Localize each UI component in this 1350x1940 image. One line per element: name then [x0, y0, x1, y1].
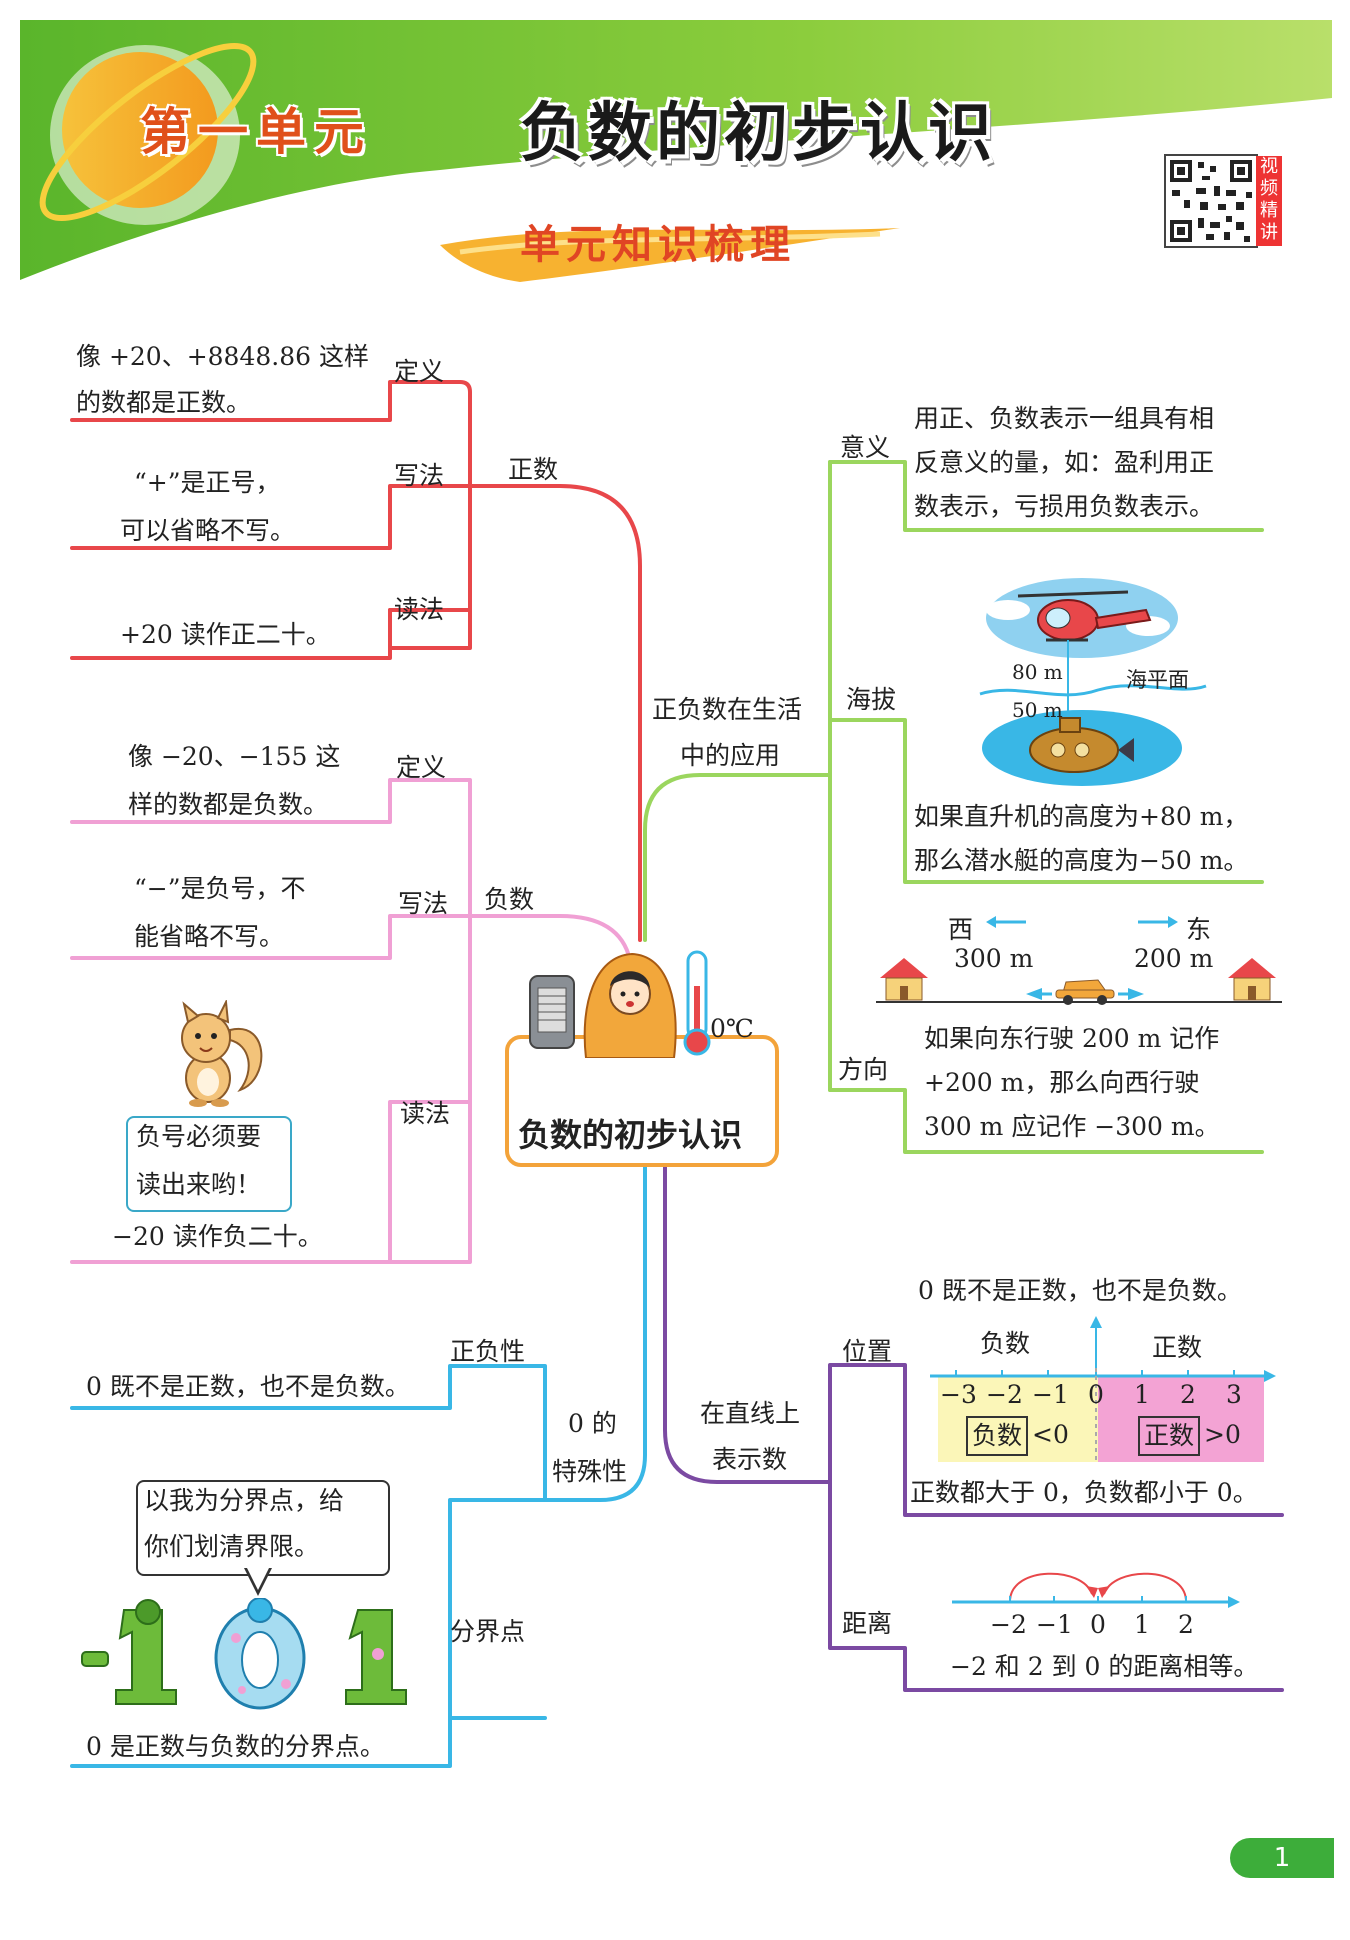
positive-definition-line2: 的数都是正数。	[76, 380, 251, 426]
pos-rule-tail: >0	[1204, 1420, 1241, 1449]
branch-numberline-line1: 在直线上	[700, 1394, 800, 1430]
kid-in-blanket-illustration	[524, 946, 724, 1058]
arrow-left-icon	[984, 912, 1028, 932]
arrow-right-icon	[1136, 912, 1180, 932]
negative-writing-line2: 能省略不写。	[134, 914, 284, 960]
direction-east: 东	[1186, 910, 1211, 946]
tag-altitude: 海拔	[846, 680, 896, 716]
branch-numberline-line2: 表示数	[712, 1440, 787, 1476]
altitude-label-sea-level: 海平面	[1126, 664, 1189, 694]
tick-pos2: 2	[1180, 1380, 1196, 1409]
distance-line1: −2 和 2 到 0 的距离相等。	[950, 1644, 1258, 1690]
dist-tick-zero: 0	[1090, 1610, 1106, 1639]
tag-zero-boundary: 分界点	[450, 1612, 525, 1648]
negative-definition-line1: 像 −20、−155 这	[128, 734, 340, 780]
position-neg-label: 负数	[980, 1324, 1030, 1360]
positive-writing-line2: 可以省略不写。	[120, 508, 295, 554]
tag-positive-reading: 读法	[394, 590, 444, 626]
tick-neg1: −1	[1032, 1380, 1069, 1409]
direction-line3: 300 m 应记作 −300 m。	[924, 1104, 1220, 1150]
zero-bubble-line1: 以我为分界点，给	[144, 1478, 344, 1524]
branch-zero-line2: 特殊性	[552, 1452, 627, 1488]
pos-rule-box: 正数	[1138, 1416, 1200, 1456]
tag-distance: 距离	[842, 1604, 892, 1640]
branch-application-line1: 正负数在生活	[652, 690, 802, 726]
altitude-line1: 如果直升机的高度为+80 m，	[914, 794, 1248, 840]
altitude-line2: 那么潜水艇的高度为−50 m。	[914, 838, 1248, 884]
negative-reading-line1: −20 读作负二十。	[112, 1214, 323, 1260]
page-number: 1	[1230, 1838, 1334, 1878]
positive-reading-line1: +20 读作正二十。	[120, 612, 331, 658]
altitude-label-80m: 80 m	[1012, 660, 1063, 684]
dist-tick-neg2: −2	[990, 1610, 1027, 1639]
branch-positive: 正数	[508, 450, 558, 486]
tick-pos1: 1	[1134, 1380, 1150, 1409]
squirrel-mascot	[160, 1000, 270, 1110]
tick-neg2: −2	[986, 1380, 1023, 1409]
tag-meaning: 意义	[840, 428, 890, 464]
dist-tick-neg1: −1	[1036, 1610, 1073, 1639]
tick-zero: 0	[1088, 1380, 1104, 1409]
zero-bubble-line2: 你们划清界限。	[144, 1524, 319, 1570]
center-node-label: 负数的初步认识	[518, 1110, 742, 1156]
positive-definition-line1: 像 +20、+8848.86 这样	[76, 334, 369, 380]
meaning-line1: 用正、负数表示一组具有相	[914, 396, 1214, 442]
altitude-label-50m: 50 m	[1012, 698, 1063, 722]
squirrel-bubble-line2: 读出来哟！	[136, 1162, 261, 1208]
branch-application-line2: 中的应用	[680, 736, 780, 772]
tag-direction: 方向	[838, 1050, 888, 1086]
meaning-line3: 数表示，亏损用负数表示。	[914, 484, 1214, 530]
neg-rule-tail: <0	[1032, 1420, 1069, 1449]
thermometer-label: 0℃	[710, 1014, 754, 1043]
negative-writing-line1: “−”是负号，不	[134, 866, 306, 912]
direction-line1: 如果向东行驶 200 m 记作	[924, 1016, 1219, 1062]
tick-pos3: 3	[1226, 1380, 1242, 1409]
negative-definition-line2: 样的数都是负数。	[128, 782, 328, 828]
position-pos-label: 正数	[1152, 1328, 1202, 1364]
dist-tick-pos2: 2	[1178, 1610, 1194, 1639]
number-figures-illustration	[76, 1598, 416, 1710]
tag-negative-reading: 读法	[400, 1094, 450, 1130]
speech-bubble-tail-inner	[247, 1568, 269, 1590]
meaning-line2: 反意义的量，如：盈利用正	[914, 440, 1214, 486]
positive-writing-line1: “+”是正号，	[134, 460, 281, 506]
dist-tick-pos1: 1	[1134, 1610, 1150, 1639]
squirrel-bubble-line1: 负号必须要	[136, 1114, 261, 1160]
zero-boundary-line1: 0 是正数与负数的分界点。	[86, 1724, 385, 1770]
direction-west: 西	[948, 910, 973, 946]
zero-sign-line1: 0 既不是正数，也不是负数。	[86, 1364, 410, 1410]
tag-negative-definition: 定义	[396, 748, 446, 784]
tag-zero-sign: 正负性	[450, 1332, 525, 1368]
road-car-houses-illustration	[876, 950, 1282, 1012]
tag-positive-definition: 定义	[394, 352, 444, 388]
direction-line2: +200 m，那么向西行驶	[924, 1060, 1199, 1106]
tag-negative-writing: 写法	[398, 884, 448, 920]
branch-zero-line1: 0 的	[568, 1404, 617, 1440]
position-line1: 正数都大于 0，负数都小于 0。	[910, 1470, 1258, 1516]
branch-negative: 负数	[484, 880, 534, 916]
tag-positive-writing: 写法	[394, 456, 444, 492]
tick-neg3: −3	[940, 1380, 977, 1409]
neg-rule-box: 负数	[966, 1416, 1028, 1456]
tag-position: 位置	[842, 1332, 892, 1368]
